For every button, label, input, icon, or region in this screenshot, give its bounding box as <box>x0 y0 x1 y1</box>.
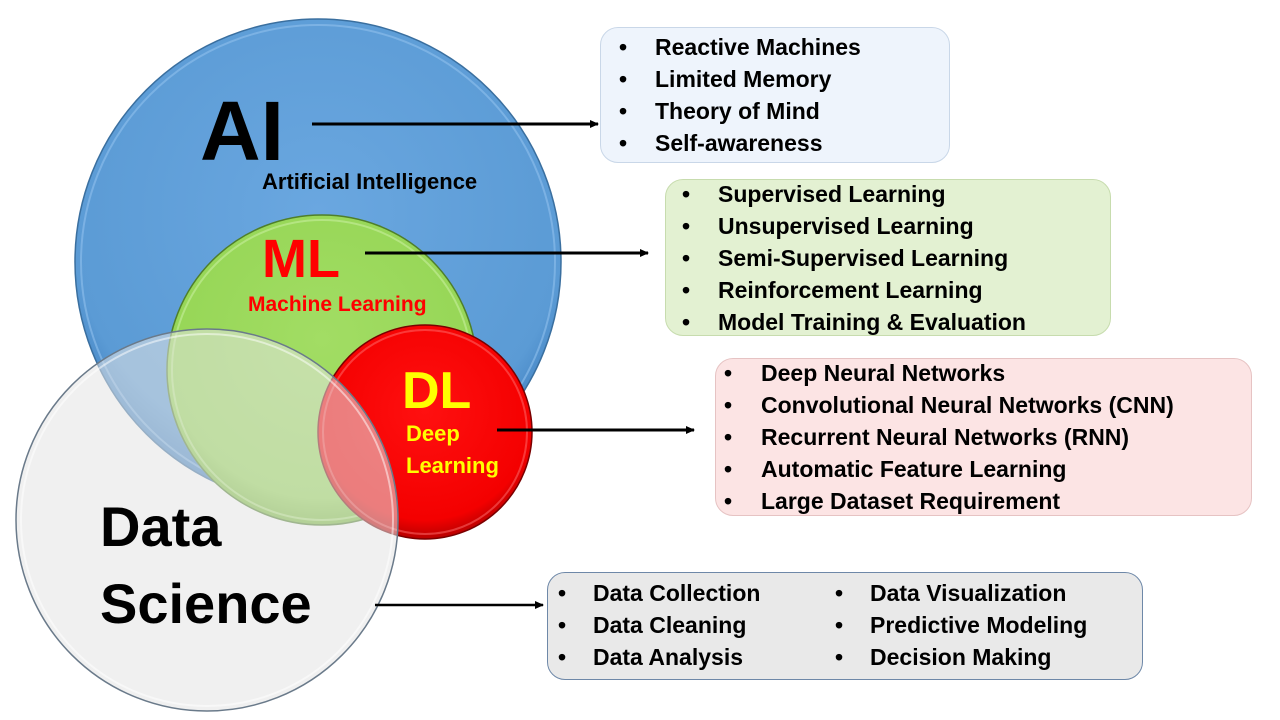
ds-label-line2: Science <box>100 572 312 635</box>
list-item: •Reactive Machines <box>601 31 949 63</box>
dl-full-line2: Learning <box>406 453 499 478</box>
list-item: •Reinforcement Learning <box>666 274 1110 306</box>
bullet-icon: • <box>619 98 628 124</box>
list-item: •Automatic Feature Learning <box>716 453 1251 485</box>
list-item: •Data Cleaning <box>548 609 760 641</box>
ai-abbr: AI <box>200 84 284 178</box>
ai-types-list: •Reactive Machines •Limited Memory •Theo… <box>601 28 949 159</box>
ds-tasks-column-1: •Data Collection •Data Cleaning •Data An… <box>548 577 760 673</box>
list-item: •Self-awareness <box>601 127 949 159</box>
dl-types-list: •Deep Neural Networks •Convolutional Neu… <box>716 357 1251 517</box>
ds-circle <box>15 328 399 712</box>
bullet-icon: • <box>724 456 733 482</box>
bullet-icon: • <box>558 612 567 638</box>
list-item: •Theory of Mind <box>601 95 949 127</box>
ml-full: Machine Learning <box>248 293 427 316</box>
bullet-icon: • <box>682 181 691 207</box>
list-item: •Data Analysis <box>548 641 760 673</box>
bullet-icon: • <box>558 644 567 670</box>
dl-types-box: •Deep Neural Networks •Convolutional Neu… <box>715 358 1252 516</box>
list-item: •Model Training & Evaluation <box>666 306 1110 338</box>
bullet-icon: • <box>682 309 691 335</box>
bullet-icon: • <box>724 424 733 450</box>
ai-full: Artificial Intelligence <box>262 169 477 194</box>
ds-label-line1: Data <box>100 495 222 558</box>
ds-circle-rim <box>20 333 394 707</box>
list-item: •Supervised Learning <box>666 178 1110 210</box>
list-item: •Decision Making <box>825 641 1087 673</box>
bullet-icon: • <box>558 580 567 606</box>
bullet-icon: • <box>835 644 844 670</box>
list-item: •Deep Neural Networks <box>716 357 1251 389</box>
bullet-icon: • <box>724 392 733 418</box>
list-item: •Semi-Supervised Learning <box>666 242 1110 274</box>
list-item: •Convolutional Neural Networks (CNN) <box>716 389 1251 421</box>
list-item: •Recurrent Neural Networks (RNN) <box>716 421 1251 453</box>
list-item: •Limited Memory <box>601 63 949 95</box>
list-item: •Predictive Modeling <box>825 609 1087 641</box>
bullet-icon: • <box>835 580 844 606</box>
bullet-icon: • <box>724 488 733 514</box>
list-item: •Data Collection <box>548 577 760 609</box>
bullet-icon: • <box>682 213 691 239</box>
bullet-icon: • <box>682 245 691 271</box>
bullet-icon: • <box>619 34 628 60</box>
bullet-icon: • <box>835 612 844 638</box>
ds-tasks-column-2: •Data Visualization •Predictive Modeling… <box>825 577 1087 673</box>
list-item: •Unsupervised Learning <box>666 210 1110 242</box>
list-item: •Large Dataset Requirement <box>716 485 1251 517</box>
ai-types-box: •Reactive Machines •Limited Memory •Theo… <box>600 27 950 163</box>
dl-abbr: DL <box>402 362 471 420</box>
bullet-icon: • <box>619 66 628 92</box>
dl-full-line1: Deep <box>406 421 460 446</box>
ml-types-list: •Supervised Learning •Unsupervised Learn… <box>666 178 1110 338</box>
bullet-icon: • <box>682 277 691 303</box>
ds-tasks-box: •Data Collection •Data Cleaning •Data An… <box>547 572 1143 680</box>
ml-types-box: •Supervised Learning •Unsupervised Learn… <box>665 179 1111 336</box>
bullet-icon: • <box>724 360 733 386</box>
list-item: •Data Visualization <box>825 577 1087 609</box>
ml-abbr: ML <box>262 229 340 289</box>
bullet-icon: • <box>619 130 628 156</box>
